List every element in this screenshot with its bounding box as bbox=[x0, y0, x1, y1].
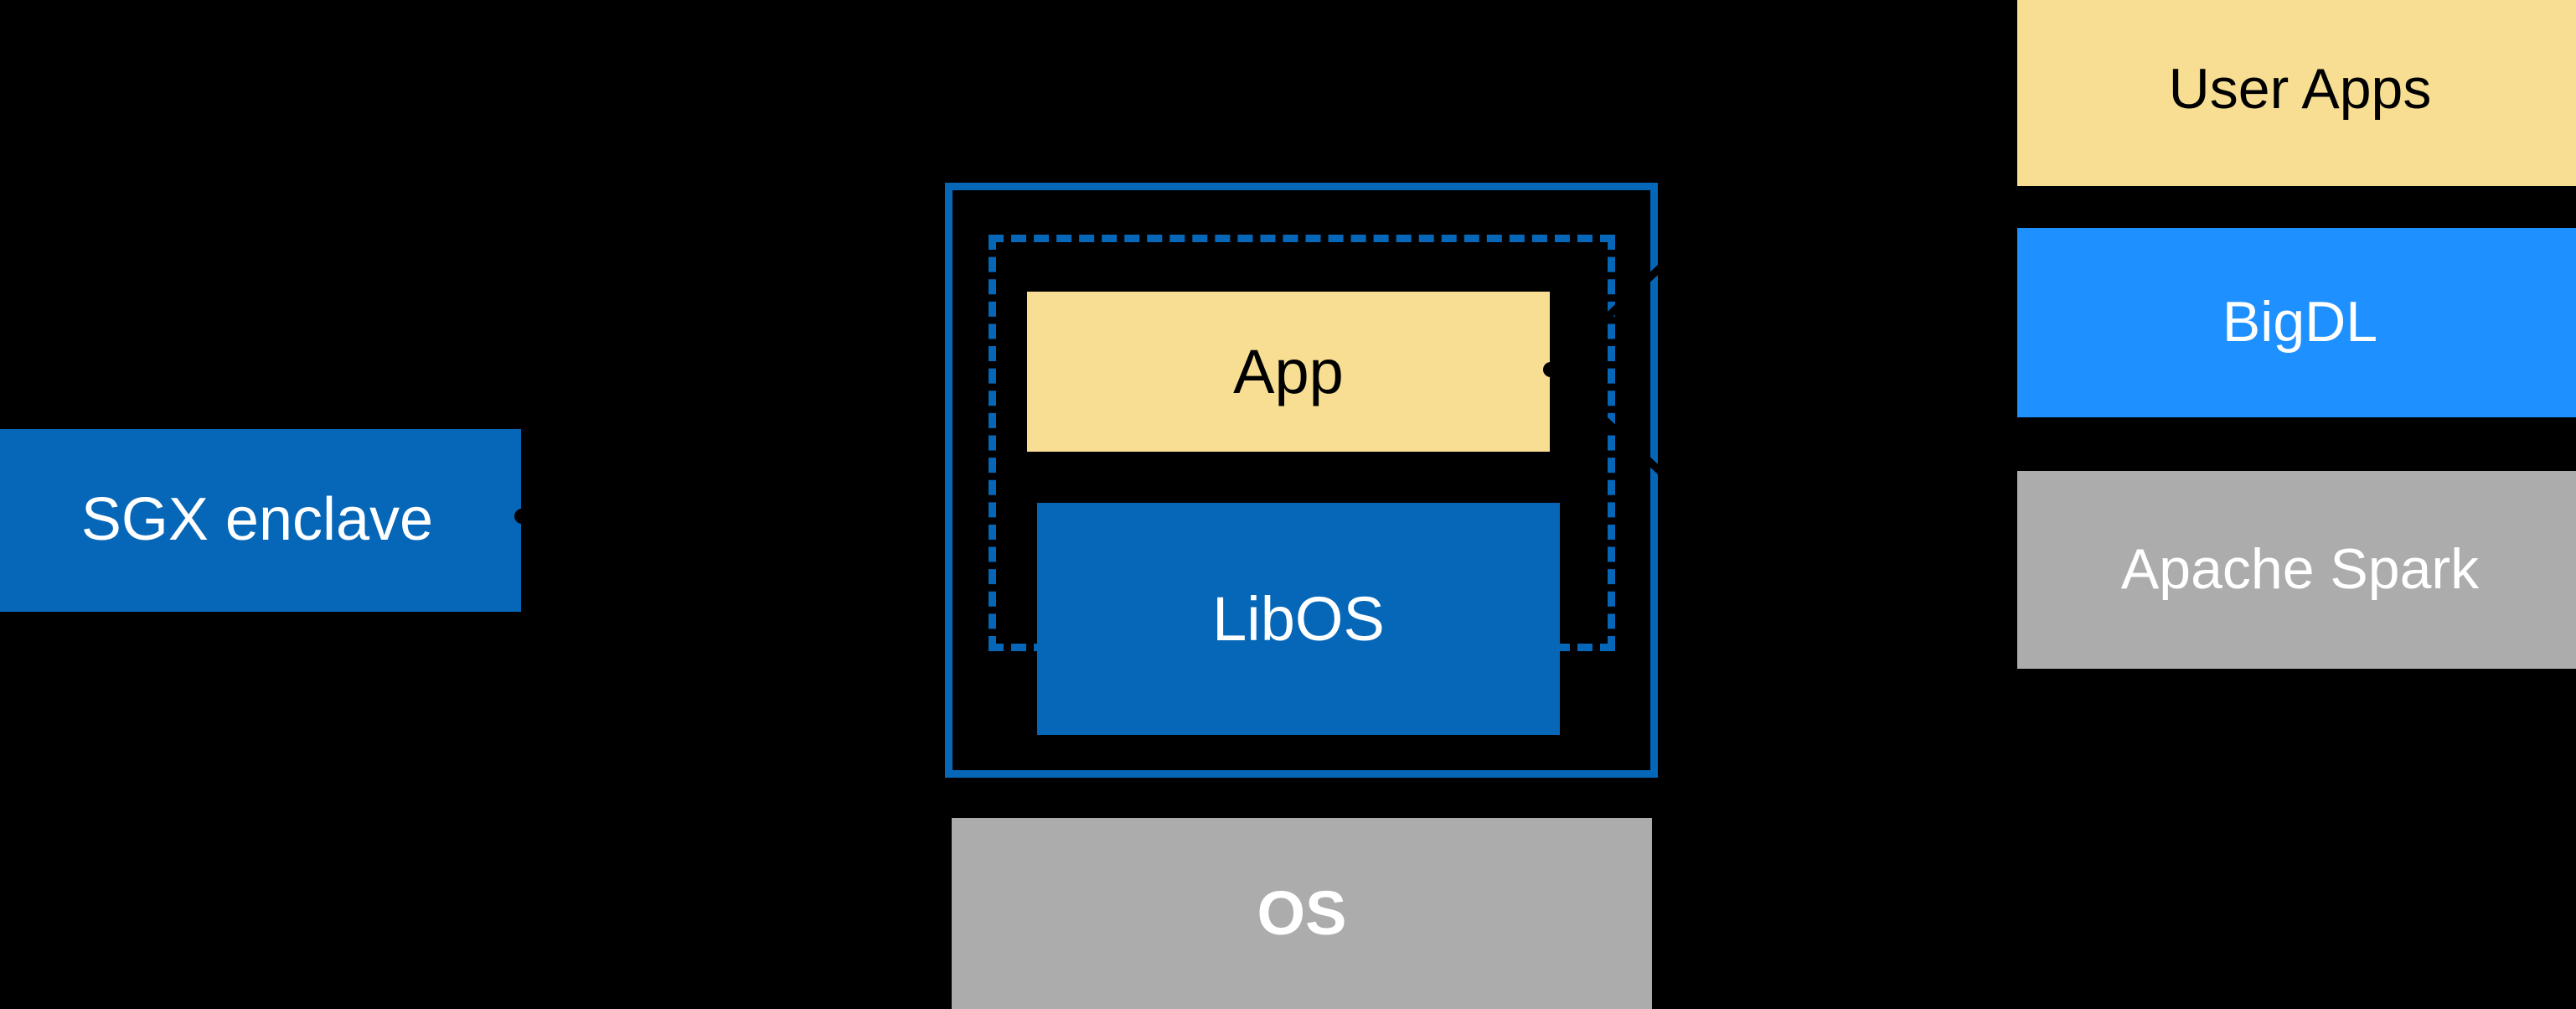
sgx-enclave-block: SGX enclave bbox=[0, 429, 521, 612]
apache-spark-block: Apache Spark bbox=[2017, 471, 2576, 669]
sgx-enclave-label: SGX enclave bbox=[80, 486, 434, 554]
bigdl-block: BigDL bbox=[2017, 228, 2576, 417]
bigdl-label: BigDL bbox=[2222, 290, 2378, 354]
apache-spark-label: Apache Spark bbox=[2120, 537, 2480, 602]
app-block: App bbox=[1027, 292, 1550, 452]
libos-block: LibOS bbox=[1037, 503, 1560, 735]
libos-label: LibOS bbox=[1212, 583, 1385, 654]
user-apps-block: User Apps bbox=[2017, 0, 2576, 186]
app-label: App bbox=[1233, 336, 1344, 406]
os-block: OS bbox=[952, 818, 1652, 1009]
os-label: OS bbox=[1257, 878, 1347, 949]
user-apps-label: User Apps bbox=[2168, 57, 2432, 122]
